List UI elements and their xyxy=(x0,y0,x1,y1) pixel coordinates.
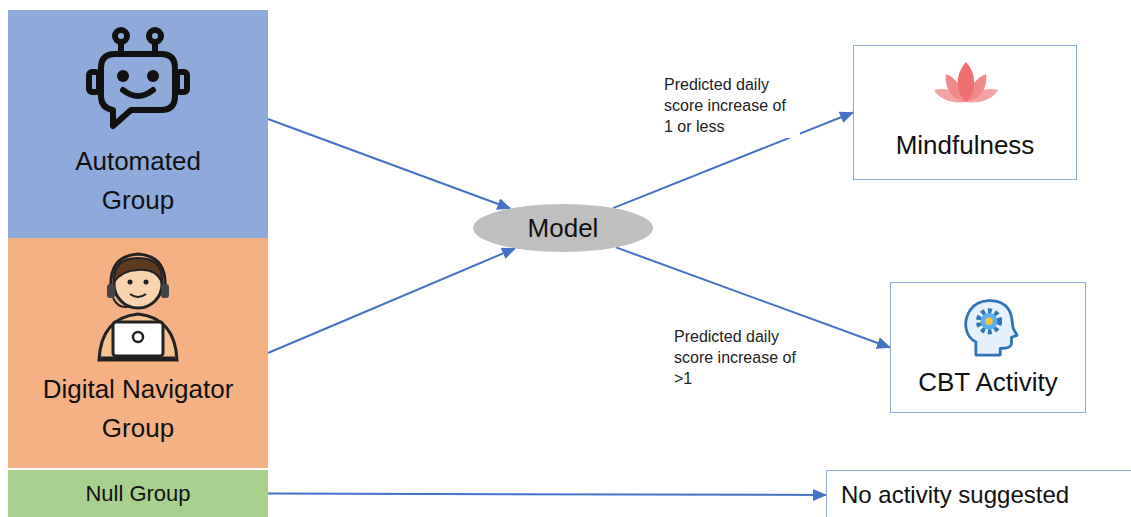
node-text: Null Group xyxy=(85,477,190,510)
node-text: No activity suggested xyxy=(841,477,1069,513)
node-text: CBT Activity xyxy=(918,363,1058,402)
outcome-box: Mindfulness xyxy=(853,45,1077,180)
arrow-connector xyxy=(268,248,515,353)
edge-label: Predicted daily score increase of >1 xyxy=(672,326,810,390)
head-gear-icon xyxy=(959,293,1019,359)
node-text: Model xyxy=(528,209,599,248)
arrow-connector xyxy=(268,119,510,209)
node-text: Automated Group xyxy=(43,142,233,220)
robot-icon xyxy=(83,26,193,136)
outcome-box: CBT Activity xyxy=(890,282,1086,413)
group-band: Null Group xyxy=(8,470,268,517)
outcome-box: No activity suggested xyxy=(826,470,1131,517)
lotus-icon xyxy=(934,60,998,104)
edge-label: Predicted daily score increase of 1 or l… xyxy=(662,74,800,138)
node-text: Digital Navigator Group xyxy=(18,370,258,448)
arrow-connector xyxy=(268,494,826,496)
group-box: Automated Group xyxy=(8,10,268,242)
group-box: Digital Navigator Group xyxy=(8,238,268,468)
ellipse-shape xyxy=(473,204,653,252)
navigator-icon xyxy=(83,244,193,364)
model-ellipse: Model xyxy=(473,204,653,252)
node-text: Mindfulness xyxy=(896,126,1035,165)
